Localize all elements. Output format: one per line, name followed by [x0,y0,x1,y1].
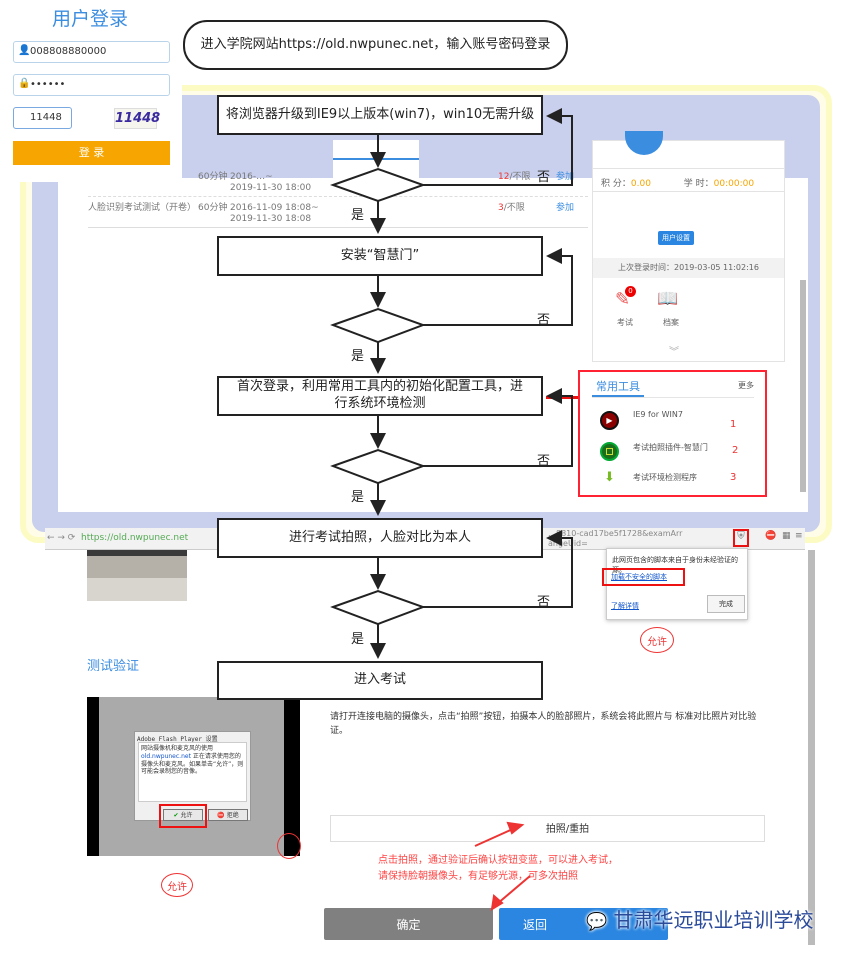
login-button[interactable]: 登 录 [13,141,170,165]
tool-number: 1 [730,419,737,430]
flash-site: old.nwpunec.net [141,752,191,760]
yes-label: 是 [351,208,365,223]
exam-duration: 60分钟 [198,203,228,213]
exam-shortcut-label[interactable]: 考试 [617,318,633,327]
no-label: 否 [537,170,551,185]
tools-title: 常用工具 [596,380,640,393]
learn-more-link[interactable]: 了解详情 [611,602,639,610]
flash-text: 正在请求使用您的摄像头和麦克风。如果单击“允许”，则可能会录制您的音像。 [141,752,244,776]
no-label: 否 [537,313,551,328]
archive-icon[interactable]: 📖 [657,289,679,309]
address-bar[interactable]: https://old.nwpunec.net [81,533,189,543]
flash-question: 网站摄像机和麦克风的使用 [141,745,214,752]
yes-label: 是 [351,349,365,364]
login-panel: 用户登录 👤008808880000 🔒•••••• 11448 11448 登… [0,0,182,182]
plugin-icon[interactable] [600,442,619,461]
annotation-line: 请保持脸朝摄像头，有足够光源，可多次拍照 [378,871,578,882]
exam-count: 12 [498,172,510,182]
username-field[interactable]: 👤008808880000 [13,41,170,63]
join-link[interactable]: 参加 [556,203,575,213]
tool-number: 2 [732,445,739,456]
allow-annotation: 允许 [640,627,674,653]
common-tools-panel: 常用工具 更多 ▶ IE9 for WIN7 1 考试拍照插件-智慧门 2 ⬇ … [578,370,767,497]
archive-shortcut-label[interactable]: 档案 [663,318,679,327]
flow-step-env-check: 首次登录，利用常用工具内的初始化配置工具，进行系统环境检测 [217,376,543,416]
section-title: 测试验证 [87,659,140,674]
wechat-icon: 💬 [586,912,608,932]
login-title: 用户登录 [52,8,129,30]
popup-message: 此网页包含的脚本来自于身份未经验证的源。 [612,556,738,574]
address-tail: …8810-cad17be5f1728&examArrangeUid= [548,529,683,548]
profile-card: 积 分：0.00 学 时：00:00:00 用户设置 上次登录时间：2019-0… [592,131,785,362]
download-icon[interactable]: ⬇ [604,470,615,485]
camera-preview: Adobe Flash Player 设置 网站摄像机和麦克风的使用 old.n… [87,697,300,856]
no-label: 否 [537,595,551,610]
password-field[interactable]: 🔒•••••• [13,74,170,96]
user-settings-button[interactable]: 用户设置 [658,231,694,245]
page-scrollbar[interactable] [808,550,815,945]
exam-time: 2016-…~2019-11-30 18:00 [230,172,312,193]
captcha-image[interactable]: 11448 [114,108,160,129]
flow-start: 进入学院网站https://old.nwpunec.net，输入账号密码登录 [183,20,568,70]
hours-label: 学 时： [683,179,714,189]
annotation: 点击拍照，通过验证后确认按钮变蓝，可以进入考试， 请保持脸朝摄像头，有足够光源，… [378,853,618,885]
score-value: 0.00 [630,179,651,189]
annotation-line: 点击拍照，通过验证后确认按钮变蓝，可以进入考试， [378,855,618,866]
camera-photo [87,550,187,601]
extension-icon[interactable]: ▦ [782,531,791,541]
allow-annotation: 允许 [161,873,193,897]
hours-value: 00:00:00 [713,179,755,189]
exam-count: 3 [498,203,504,213]
tool-number: 3 [730,472,737,483]
lock-icon: 🔒 [18,78,31,89]
last-login: 上次登录时间：2019-03-05 11:02:16 [593,258,784,278]
flash-allow-button[interactable]: ✔ 允许 [163,809,203,821]
exam-duration: 60分钟 [198,172,228,182]
exam-time: 2016-11-09 18:08~2019-11-30 18:08 [230,203,319,224]
nav-buttons-icon[interactable]: ← → ⟳ [47,533,76,543]
exam-badge: 0 [625,286,636,297]
expand-chevron-icon[interactable]: ︾ [669,347,679,358]
flow-step-photo: 进行考试拍照，人脸对比为本人 [217,518,543,558]
flash-dialog: Adobe Flash Player 设置 网站摄像机和麦克风的使用 old.n… [134,731,251,828]
yes-label: 是 [351,490,365,505]
instructions-text: 请打开连接电脑的摄像头，点击“拍照”按钮，拍摄本人的脸部照片，系统会将此照片与 … [330,712,757,737]
done-button[interactable]: 完成 [707,595,745,613]
join-link[interactable]: 参加 [556,172,575,182]
score-label: 积 分： [601,179,631,189]
flow-step-enter-exam: 进入考试 [217,661,543,700]
table-row: 人脸识别考试测试（开卷） 60分钟 2016-11-09 18:08~2019-… [88,203,588,228]
tool-env-check[interactable]: 考试环境检测程序 [633,473,697,482]
menu-icon[interactable]: ≡ [795,531,803,541]
exam-name: 人脸识别考试测试（开卷） [88,203,197,213]
scrollbar[interactable] [800,280,806,492]
confirm-button[interactable]: 确定 [324,908,493,940]
exam-limit: /不限 [509,172,531,182]
user-icon: 👤 [18,45,31,56]
stop-icon[interactable]: ⛔ [765,531,777,541]
captcha-field[interactable]: 11448 [13,107,72,129]
more-link[interactable]: 更多 [738,381,754,390]
tool-plugin[interactable]: 考试拍照插件-智慧门 [633,443,708,452]
insecure-script-popup: 此网页包含的脚本来自于身份未经验证的源。 加载不安全的脚本 了解详情 完成 [602,548,748,620]
pointer-line [546,396,578,399]
flash-title: Adobe Flash Player 设置 [137,736,218,743]
highlight-circle [277,833,301,859]
table-row: 60分钟 2016-…~2019-11-30 18:00 12/不限 参加 [88,172,588,197]
back-button[interactable]: 返回 [499,908,668,940]
flow-step-upgrade-browser: 将浏览器升级到IE9以上版本(win7)，win10无需升级 [217,95,543,135]
yes-label: 是 [351,632,365,647]
tool-ie9[interactable]: IE9 for WIN7 [633,410,683,419]
flow-step-install: 安装“智慧门” [217,236,543,276]
load-unsafe-script-link[interactable]: 加载不安全的脚本 [611,573,667,581]
exam-limit: /不限 [503,203,525,213]
play-icon[interactable]: ▶ [600,411,619,430]
capture-button[interactable]: 拍照/重拍 [330,815,765,842]
watermark: 💬 甘肃华远职业培训学校 [586,908,814,932]
flash-deny-button[interactable]: ⛔ 拒绝 [208,809,248,821]
no-label: 否 [537,454,551,469]
shield-icon[interactable]: ⛨ [733,529,749,547]
